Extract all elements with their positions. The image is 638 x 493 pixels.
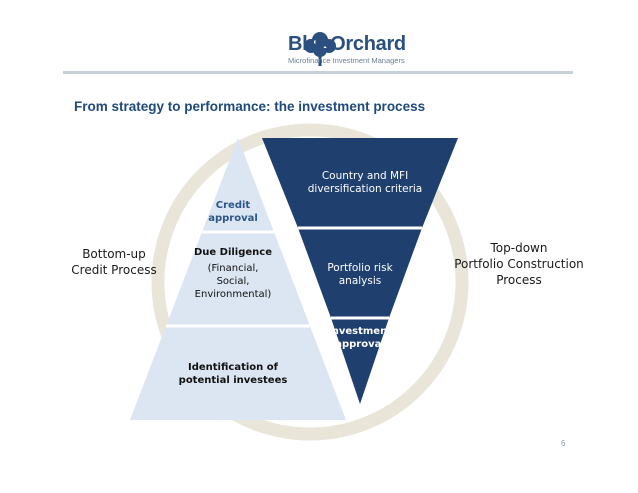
pyramid-middle-label: Due Diligence (Financial, Social, Enviro…	[193, 247, 273, 300]
process-ring	[151, 123, 469, 441]
left-label: Bottom-up Credit Process	[71, 247, 157, 277]
pyramid-top-label: Credit approval	[208, 200, 258, 224]
funnel-middle-tier	[298, 228, 422, 318]
brand-tagline: Microfinance Investment Managers	[288, 56, 405, 65]
funnel-bottom-tier	[331, 318, 389, 404]
header-divider	[63, 71, 573, 74]
tree-logo-icon	[304, 32, 336, 66]
right-label: Top-down Portfolio Construction Process	[454, 241, 584, 287]
pyramid-bottom-tier	[130, 326, 346, 420]
brand-name: BlueOrchard	[288, 33, 406, 55]
pyramid-middle-tier	[166, 232, 310, 326]
funnel-top-label: Country and MFI diversification criteria	[307, 170, 423, 195]
funnel-bottom-label: Investment approval	[328, 326, 392, 350]
funnel-middle-label: Portfolio risk analysis	[327, 262, 393, 287]
slide-title: From strategy to performance: the invest…	[74, 99, 426, 114]
page-number: 6	[561, 439, 566, 448]
pyramid-top-tier	[202, 138, 274, 232]
pyramid-bottom-label: Identification of potential investees	[178, 362, 288, 386]
funnel-top-tier	[262, 138, 458, 228]
